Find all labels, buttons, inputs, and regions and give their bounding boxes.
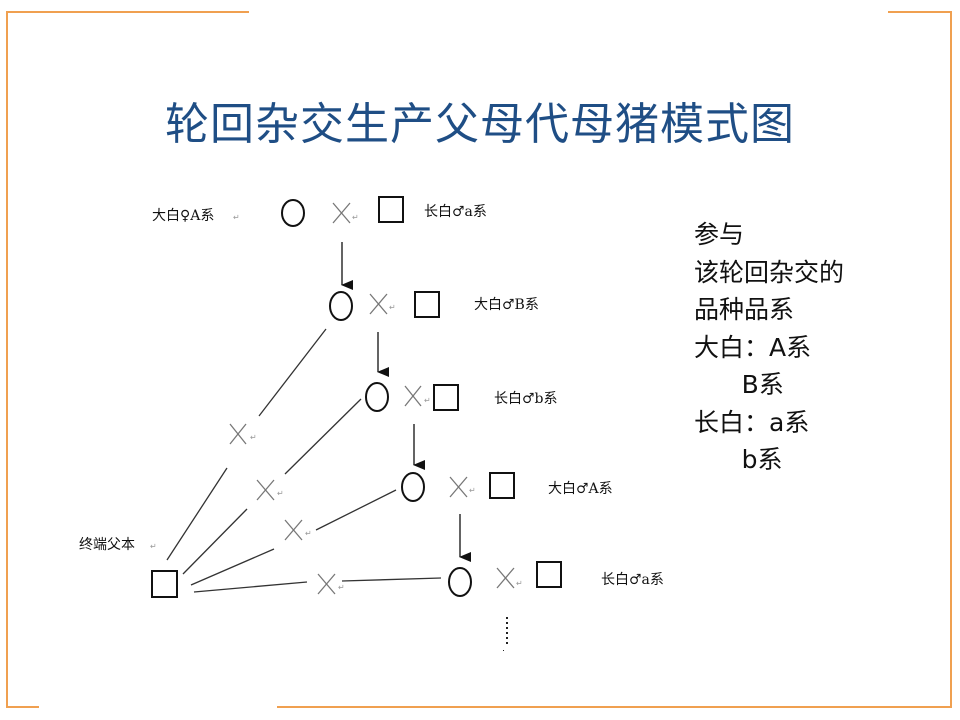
frame-left: [6, 11, 8, 68]
cross-icon: [449, 476, 468, 498]
female-circle-icon: [401, 472, 425, 502]
return-mark: ↵: [352, 213, 359, 222]
frame-right-lower: [950, 640, 952, 708]
side-line: b系: [694, 445, 783, 474]
female-circle-icon: [365, 382, 389, 412]
slide-title: 轮回杂交生产父母代母猪模式图: [165, 99, 795, 150]
return-mark: ↵: [338, 583, 345, 592]
side-line: 参与: [694, 220, 745, 249]
return-mark: ↵: [424, 396, 431, 405]
cross-icon: [229, 423, 247, 445]
side-line: 品种品系: [694, 295, 795, 324]
side-line: 该轮回杂交的: [694, 257, 845, 287]
return-mark: ↵: [233, 213, 240, 222]
terminal-sire-square-icon: [151, 570, 178, 598]
male-square-icon: [536, 561, 562, 588]
frame-right: [950, 11, 952, 68]
male-square-icon: [433, 384, 459, 411]
terminal-cross-lines: [166, 328, 442, 593]
cross-icon: [256, 479, 275, 501]
frame-bottom-left: [6, 706, 39, 708]
return-mark: ↵: [250, 433, 257, 442]
terminal-sire-label: 终端父本: [79, 537, 135, 553]
gen3-male-label: 长白♂b系: [494, 391, 558, 407]
continuation-dots-icon: [503, 617, 508, 651]
gen2-male-label: 大白♂B系: [474, 297, 539, 313]
side-line: 长白：a系: [694, 407, 810, 437]
participating-breeds-panel: 参与 该轮回杂交的 品种品系 大白：A系 B系 长白：a系 b系: [694, 216, 844, 479]
gen5-male-label: 长白♂a系: [601, 572, 664, 588]
frame-top-right: [888, 11, 952, 13]
side-line: 大白：A系: [694, 332, 812, 362]
frame-right-mid: [950, 68, 952, 640]
female-circle-icon: [448, 567, 472, 597]
cross-icon: [284, 519, 303, 541]
male-square-icon: [414, 291, 440, 318]
cross-icon: [332, 202, 351, 224]
return-mark: ↵: [516, 579, 523, 588]
return-mark: ↵: [305, 529, 312, 538]
cross-icon: [404, 385, 422, 407]
frame-top-left: [6, 11, 249, 13]
frame-left-lower: [6, 640, 8, 708]
cross-icon: [496, 567, 515, 589]
male-square-icon: [489, 472, 515, 499]
frame-left-mid: [6, 68, 8, 640]
return-mark: ↵: [389, 303, 396, 312]
side-line: B系: [694, 370, 784, 399]
female-circle-icon: [281, 199, 305, 227]
cross-icon: [317, 573, 336, 595]
frame-bottom-right: [277, 706, 952, 708]
gen1-female-label: 大白♀A系: [152, 208, 214, 224]
return-mark: ↵: [150, 542, 157, 551]
gen1-male-label: 长白♂a系: [424, 204, 487, 220]
return-mark: ↵: [277, 489, 284, 498]
male-square-icon: [378, 196, 404, 223]
return-mark: ↵: [469, 486, 476, 495]
female-circle-icon: [329, 291, 353, 321]
cross-icon: [369, 293, 388, 315]
gen4-male-label: 大白♂A系: [548, 481, 613, 497]
